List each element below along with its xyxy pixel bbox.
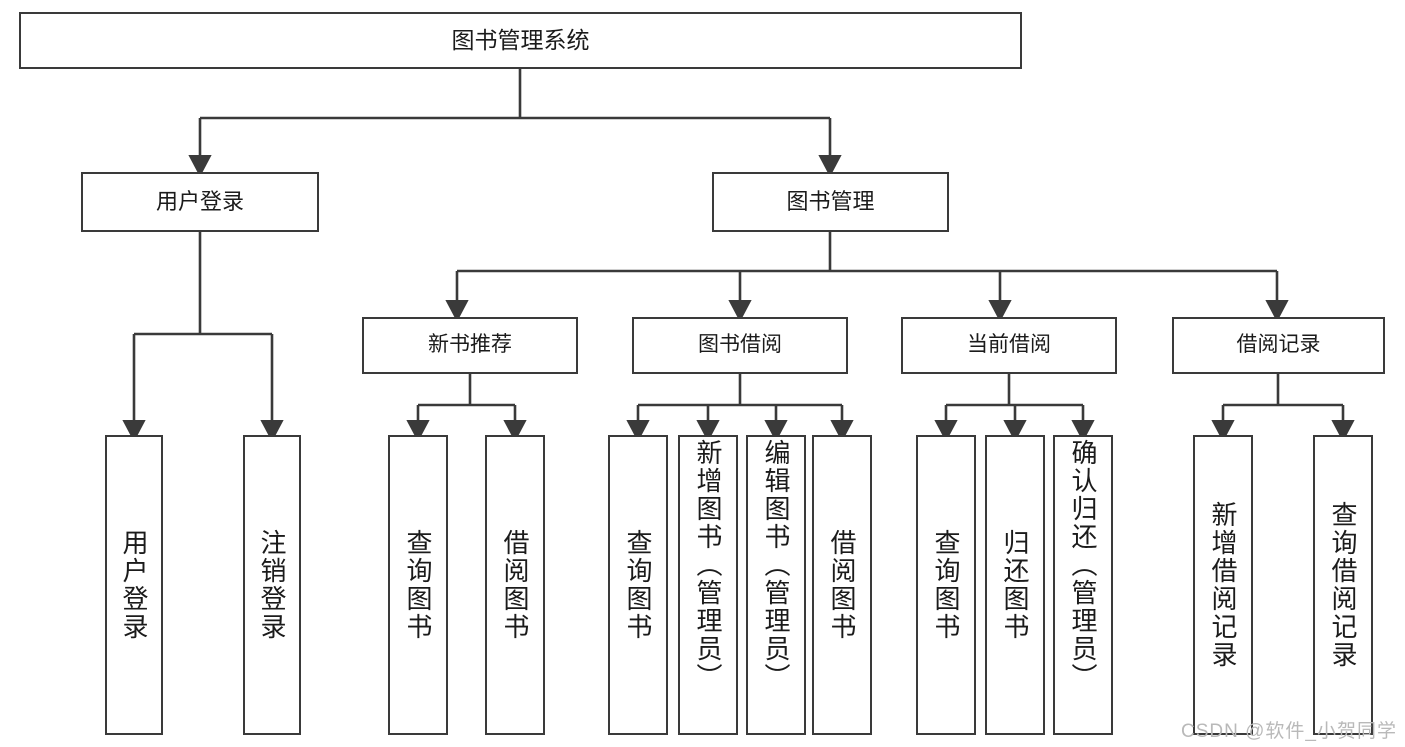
node-current-borrow-label: 当前借阅 — [967, 333, 1051, 357]
node-leaf-edit-book-admin-label: 编辑图书（管理员） — [761, 439, 791, 691]
node-borrow-record-label: 借阅记录 — [1236, 333, 1321, 357]
node-leaf-return-book[interactable]: 归还图书 — [985, 435, 1045, 735]
node-borrow-record[interactable]: 借阅记录 — [1172, 317, 1385, 374]
node-leaf-query-book-1-label: 查询图书 — [403, 529, 433, 641]
node-root-label: 图书管理系统 — [451, 27, 590, 54]
node-leaf-query-record-label: 查询借阅记录 — [1328, 501, 1358, 669]
node-leaf-borrow-book-2-label: 借阅图书 — [827, 529, 857, 641]
node-book-borrow-label: 图书借阅 — [698, 333, 782, 357]
node-root[interactable]: 图书管理系统 — [19, 12, 1022, 69]
node-leaf-query-book-3-label: 查询图书 — [931, 529, 961, 641]
node-leaf-user-logout-label: 注销登录 — [257, 529, 287, 641]
node-user-login-label: 用户登录 — [155, 189, 244, 215]
node-book-manage-label: 图书管理 — [786, 189, 875, 215]
node-leaf-confirm-return[interactable]: 确认归还（管理员） — [1053, 435, 1113, 735]
node-leaf-add-record[interactable]: 新增借阅记录 — [1193, 435, 1253, 735]
node-leaf-query-book-2[interactable]: 查询图书 — [608, 435, 668, 735]
node-book-borrow[interactable]: 图书借阅 — [632, 317, 848, 374]
node-leaf-edit-book-admin[interactable]: 编辑图书（管理员） — [746, 435, 806, 735]
node-leaf-borrow-book-1[interactable]: 借阅图书 — [485, 435, 545, 735]
node-current-borrow[interactable]: 当前借阅 — [901, 317, 1117, 374]
node-leaf-user-logout[interactable]: 注销登录 — [243, 435, 301, 735]
node-book-manage[interactable]: 图书管理 — [712, 172, 949, 232]
node-leaf-user-login-label: 用户登录 — [119, 529, 149, 641]
node-user-login[interactable]: 用户登录 — [81, 172, 319, 232]
node-new-book-recommend-label: 新书推荐 — [428, 333, 512, 357]
node-leaf-query-record[interactable]: 查询借阅记录 — [1313, 435, 1373, 735]
node-new-book-recommend[interactable]: 新书推荐 — [362, 317, 578, 374]
node-leaf-confirm-return-label: 确认归还（管理员） — [1068, 439, 1098, 691]
node-leaf-add-record-label: 新增借阅记录 — [1208, 501, 1238, 669]
node-leaf-query-book-2-label: 查询图书 — [623, 529, 653, 641]
node-leaf-query-book-1[interactable]: 查询图书 — [388, 435, 448, 735]
node-leaf-add-book-admin-label: 新增图书（管理员） — [693, 439, 723, 691]
node-leaf-user-login[interactable]: 用户登录 — [105, 435, 163, 735]
node-leaf-return-book-label: 归还图书 — [1000, 529, 1030, 641]
node-leaf-borrow-book-1-label: 借阅图书 — [500, 529, 530, 641]
node-leaf-borrow-book-2[interactable]: 借阅图书 — [812, 435, 872, 735]
node-leaf-query-book-3[interactable]: 查询图书 — [916, 435, 976, 735]
node-leaf-add-book-admin[interactable]: 新增图书（管理员） — [678, 435, 738, 735]
